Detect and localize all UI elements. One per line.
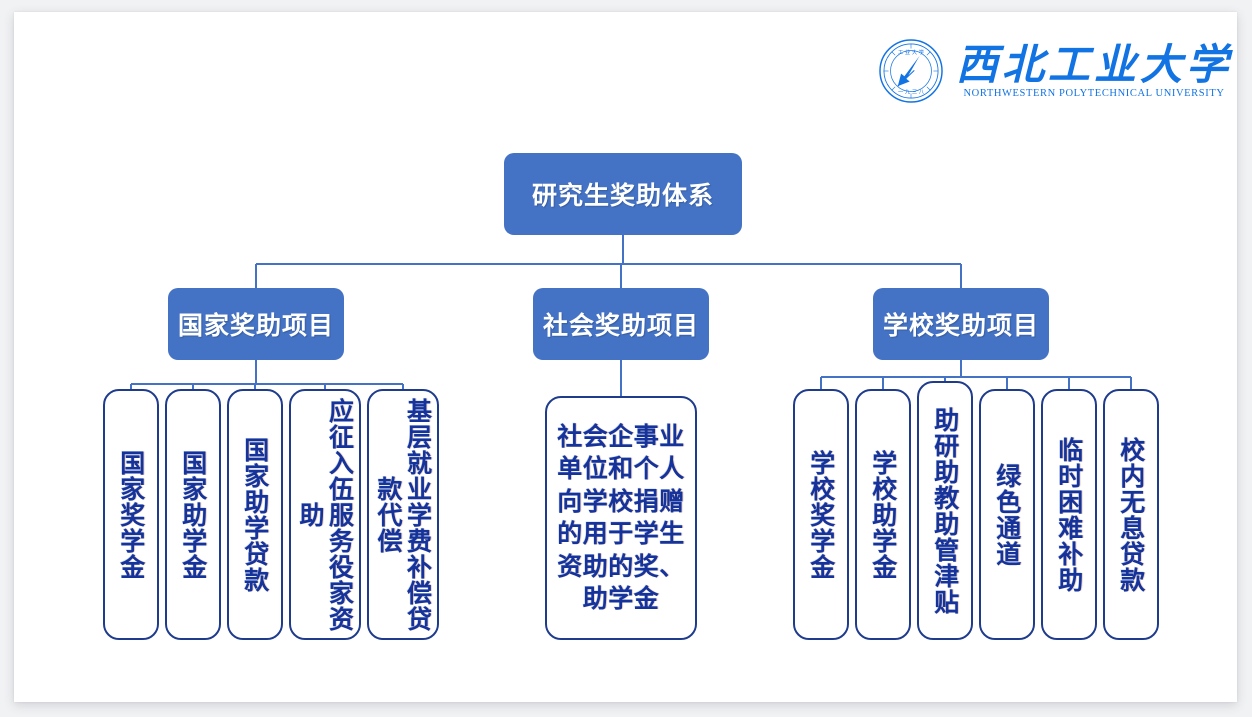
- university-seal-emblem: 工 业 大 学 一 九 三 八: [879, 39, 943, 103]
- node-school-programs[interactable]: 学校奖助项目: [873, 288, 1049, 360]
- leaf-campus-interest-free-loan[interactable]: 校内无息贷款: [1103, 389, 1159, 640]
- leaf-national-scholarship[interactable]: 国家奖学金: [103, 389, 159, 640]
- svg-text:工 业 大 学: 工 业 大 学: [898, 48, 924, 56]
- university-logo: 工 业 大 学 一 九 三 八 西北工业大学 NORTHWESTERN POLY…: [878, 30, 1228, 112]
- node-national-programs[interactable]: 国家奖助项目: [168, 288, 344, 360]
- slide-canvas: 工 业 大 学 一 九 三 八 西北工业大学 NORTHWESTERN POLY…: [14, 12, 1237, 702]
- leaf-school-scholarship[interactable]: 学校奖学金: [793, 389, 849, 640]
- logo-wordmark: 西北工业大学 NORTHWESTERN POLYTECHNICAL UNIVER…: [956, 39, 1233, 100]
- logo-name-cn: 西北工业大学: [956, 39, 1233, 89]
- svg-text:一 九 三 八: 一 九 三 八: [898, 87, 925, 95]
- leaf-social-donation-awards[interactable]: 社会企事业单位和个人向学校捐赠的用于学生资助的奖、助学金: [545, 396, 697, 640]
- node-social-programs[interactable]: 社会奖助项目: [533, 288, 709, 360]
- leaf-assistantship-allowance[interactable]: 助研助教助管津贴: [917, 381, 973, 640]
- leaf-national-grant[interactable]: 国家助学金: [165, 389, 221, 640]
- leaf-military-enlistment-aid[interactable]: 应征入伍服务役家资助: [289, 389, 361, 640]
- leaf-temporary-hardship-subsidy[interactable]: 临时困难补助: [1041, 389, 1097, 640]
- logo-name-en: NORTHWESTERN POLYTECHNICAL UNIVERSITY: [963, 88, 1225, 100]
- node-root-graduate-aid-system[interactable]: 研究生奖助体系: [504, 153, 742, 235]
- leaf-school-grant[interactable]: 学校助学金: [855, 389, 911, 640]
- leaf-grassroots-tuition-compensation[interactable]: 基层就业学费补偿贷款代偿: [367, 389, 439, 640]
- leaf-green-channel[interactable]: 绿色通道: [979, 389, 1035, 640]
- leaf-national-student-loan[interactable]: 国家助学贷款: [227, 389, 283, 640]
